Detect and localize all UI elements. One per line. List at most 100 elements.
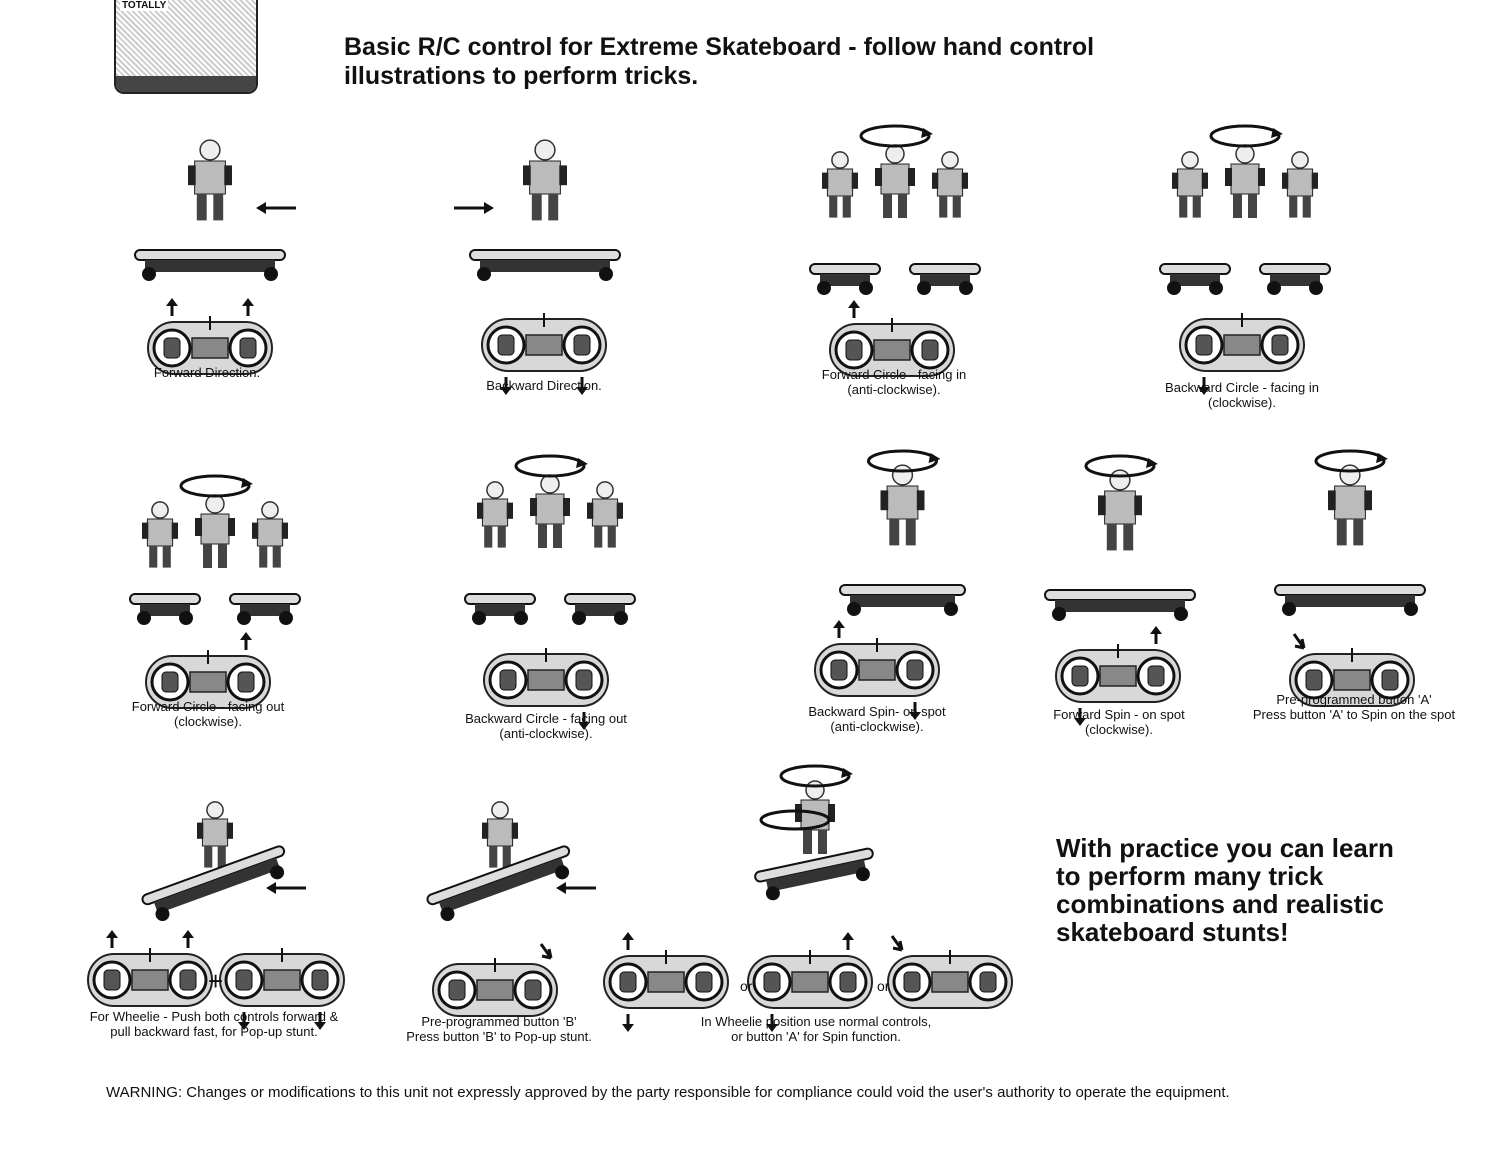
- remote-control-4: [1179, 313, 1305, 395]
- tap-arrow-icon: [890, 935, 904, 952]
- caption-line-1: Backward Circle - facing out: [465, 711, 627, 726]
- title-line-1: Basic R/C control for Extreme Skateboard…: [344, 33, 1095, 61]
- remote-label-plate: [263, 969, 301, 991]
- trick-illustration-4: [1159, 124, 1331, 295]
- arrow-up-icon: [242, 298, 254, 316]
- remote-control-12: [603, 932, 729, 1032]
- trick-illustration-9: [1274, 449, 1426, 616]
- remote-label-plate: [527, 669, 565, 691]
- remote-label-plate: [191, 337, 229, 359]
- arrow-down-icon: [1198, 377, 1210, 395]
- rotation-arrow-icon: [514, 454, 588, 478]
- brand-logo: TOTALLY: [114, 0, 258, 94]
- remote-label-plate: [131, 969, 169, 991]
- caption-line-2: (clockwise).: [174, 714, 242, 729]
- caption-line-2: (anti-clockwise).: [830, 719, 924, 734]
- caption-line-2: (clockwise).: [1085, 722, 1153, 737]
- arrow-up-icon: [622, 932, 634, 950]
- remote-label-plate: [476, 979, 514, 1001]
- practice-line-4: skateboard stunts!: [1056, 917, 1289, 947]
- remote-label-plate: [1099, 665, 1137, 687]
- or-joiner-1: or: [740, 978, 753, 994]
- remote-control-6: [483, 648, 609, 730]
- arrow-up-icon: [240, 632, 252, 650]
- caption-line-2: (anti-clockwise).: [499, 726, 593, 741]
- remote-control-extra-2: [747, 932, 873, 1032]
- remote-control-10: [87, 930, 213, 1007]
- trick-caption-8: Forward Spin - on spot(clockwise).: [919, 707, 1319, 737]
- caption-line-2: or button 'A' for Spin function.: [731, 1029, 901, 1044]
- trick-illustration-3: [809, 124, 981, 295]
- arrow-up-icon: [182, 930, 194, 948]
- arrow-up-icon: [106, 930, 118, 948]
- caption-line-1: In Wheelie position use normal controls,: [700, 1014, 932, 1029]
- rotation-arrow-icon: [1314, 449, 1388, 473]
- practice-line-2: to perform many trick: [1056, 861, 1324, 891]
- rotation-arrow-icon: [1084, 454, 1158, 478]
- trick-caption-5: Forward Circle - facing out(clockwise).: [8, 699, 408, 729]
- trick-illustration-1: [134, 139, 296, 281]
- arrow-down-icon: [909, 702, 921, 720]
- remote-control-2: [481, 313, 607, 395]
- arrow-up-icon: [1150, 626, 1162, 644]
- warning-notice: WARNING: Changes or modifications to thi…: [106, 1084, 1230, 1101]
- remote-label-plate: [647, 971, 685, 993]
- rotation-arrow-icon: [859, 124, 933, 148]
- remote-label-plate: [189, 671, 227, 693]
- remote-label-plate: [791, 971, 829, 993]
- arrow-right-icon: [454, 202, 494, 214]
- caption-line-2: Press button 'A' to Spin on the spot: [1252, 707, 1456, 722]
- remote-control-1: [147, 298, 273, 375]
- remote-control-9: [1289, 633, 1415, 707]
- remote-label-plate: [858, 659, 896, 681]
- trick-illustration-12: [754, 764, 874, 901]
- trick-caption-9: Pre-programmed button 'A'Press button 'A…: [1154, 692, 1510, 722]
- arrow-left-icon: [266, 882, 306, 894]
- plus-joiner: +: [208, 966, 224, 996]
- remote-control-5: [145, 632, 271, 709]
- arrow-down-icon: [576, 377, 588, 395]
- arrow-down-icon: [500, 377, 512, 395]
- remote-control-extra-1: [219, 948, 345, 1030]
- remote-label-plate: [1333, 669, 1371, 691]
- caption-line-1: For Wheelie - Push both controls forward…: [89, 1009, 339, 1024]
- caption-line-2: pull backward fast, for Pop-up stunt.: [110, 1024, 318, 1039]
- trick-illustration-10: [141, 801, 306, 922]
- arrow-down-icon: [238, 1012, 250, 1030]
- practice-callout: With practice you can learn to perform m…: [1056, 834, 1476, 946]
- caption-line-1: Backward Direction.: [486, 378, 602, 393]
- trick-caption-7: Backward Spin- on spot(anti-clockwise).: [677, 704, 1077, 734]
- trick-illustration-8: [1044, 454, 1196, 621]
- practice-line-1: With practice you can learn: [1056, 833, 1394, 863]
- tap-arrow-icon: [1292, 633, 1306, 650]
- caption-line-2: Press button 'B' to Pop-up stunt.: [406, 1029, 592, 1044]
- title-line-2: illustrations to perform tricks.: [344, 62, 699, 90]
- caption-line-1: Forward Circle - facing in: [821, 367, 967, 382]
- trick-caption-11: Pre-programmed button 'B'Press button 'B…: [299, 1014, 699, 1044]
- trick-illustration-5: [129, 474, 301, 625]
- arrow-down-icon: [314, 1012, 326, 1030]
- arrow-left-icon: [256, 202, 296, 214]
- or-joiner-2: or: [877, 978, 890, 994]
- arrow-up-icon: [833, 620, 845, 638]
- remote-label-plate: [873, 339, 911, 361]
- remote-control-7: [814, 620, 940, 720]
- remote-label-plate: [931, 971, 969, 993]
- caption-line-1: Backward Circle - facing in: [1165, 380, 1319, 395]
- trick-illustration-2: [454, 139, 621, 281]
- trick-illustration-11: [426, 801, 596, 922]
- arrow-left-icon: [556, 882, 596, 894]
- caption-line-1: Backward Spin- on spot: [808, 704, 946, 719]
- arrow-up-icon: [842, 932, 854, 950]
- trick-caption-1: Forward Direction.: [7, 365, 407, 380]
- trick-illustration-6: [464, 454, 636, 625]
- remote-control-extra-3: [887, 935, 1013, 1009]
- arrow-down-icon: [578, 712, 590, 730]
- caption-line-1: Forward Direction.: [153, 365, 261, 380]
- caption-line-1: Forward Spin - on spot: [1053, 707, 1185, 722]
- remote-label-plate: [1223, 334, 1261, 356]
- remote-label-plate: [525, 334, 563, 356]
- caption-line-1: Pre-programmed button 'A': [1276, 692, 1432, 707]
- trick-caption-3: Forward Circle - facing in(anti-clockwis…: [694, 367, 1094, 397]
- trick-caption-4: Backward Circle - facing in(clockwise).: [1042, 380, 1442, 410]
